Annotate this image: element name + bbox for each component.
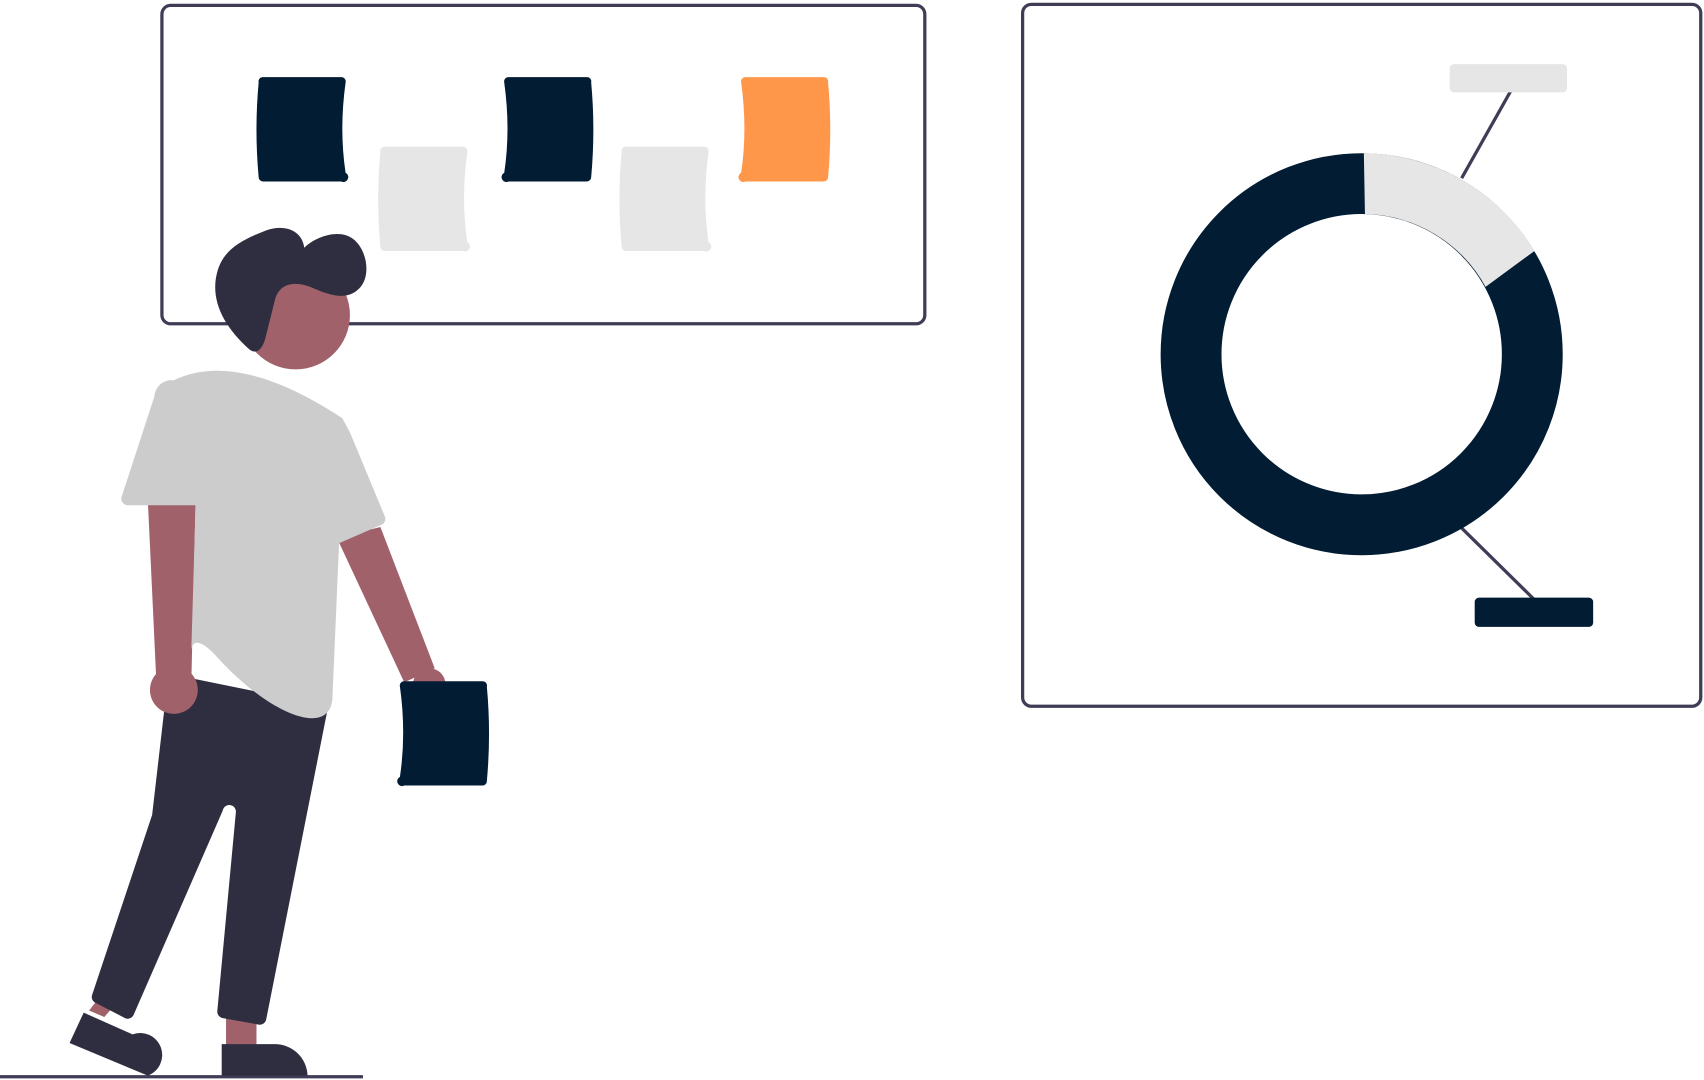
callout-line-top: [1460, 90, 1512, 179]
person-figure: [0, 227, 490, 1079]
legend-label-light: [1449, 64, 1568, 93]
held-card: [397, 681, 490, 787]
board-card-light-2: [619, 146, 712, 252]
right-shoe: [221, 1044, 308, 1076]
pants: [91, 673, 329, 1025]
legend-label-dark: [1474, 597, 1594, 627]
board-card-dark-1: [256, 77, 349, 182]
board-card-orange: [738, 77, 831, 182]
donut-light-segment: [1363, 153, 1535, 287]
board-card-dark-2: [501, 77, 594, 182]
left-shoe: [69, 1012, 163, 1076]
donut-dark-segment: [1160, 153, 1563, 556]
shirt: [121, 370, 386, 719]
donut-panel-frame: [1020, 2, 1703, 708]
callout-line-bottom: [1460, 526, 1536, 601]
donut-chart-panel: [1020, 2, 1703, 708]
board-card-light-1: [378, 146, 470, 252]
hair: [215, 227, 367, 352]
